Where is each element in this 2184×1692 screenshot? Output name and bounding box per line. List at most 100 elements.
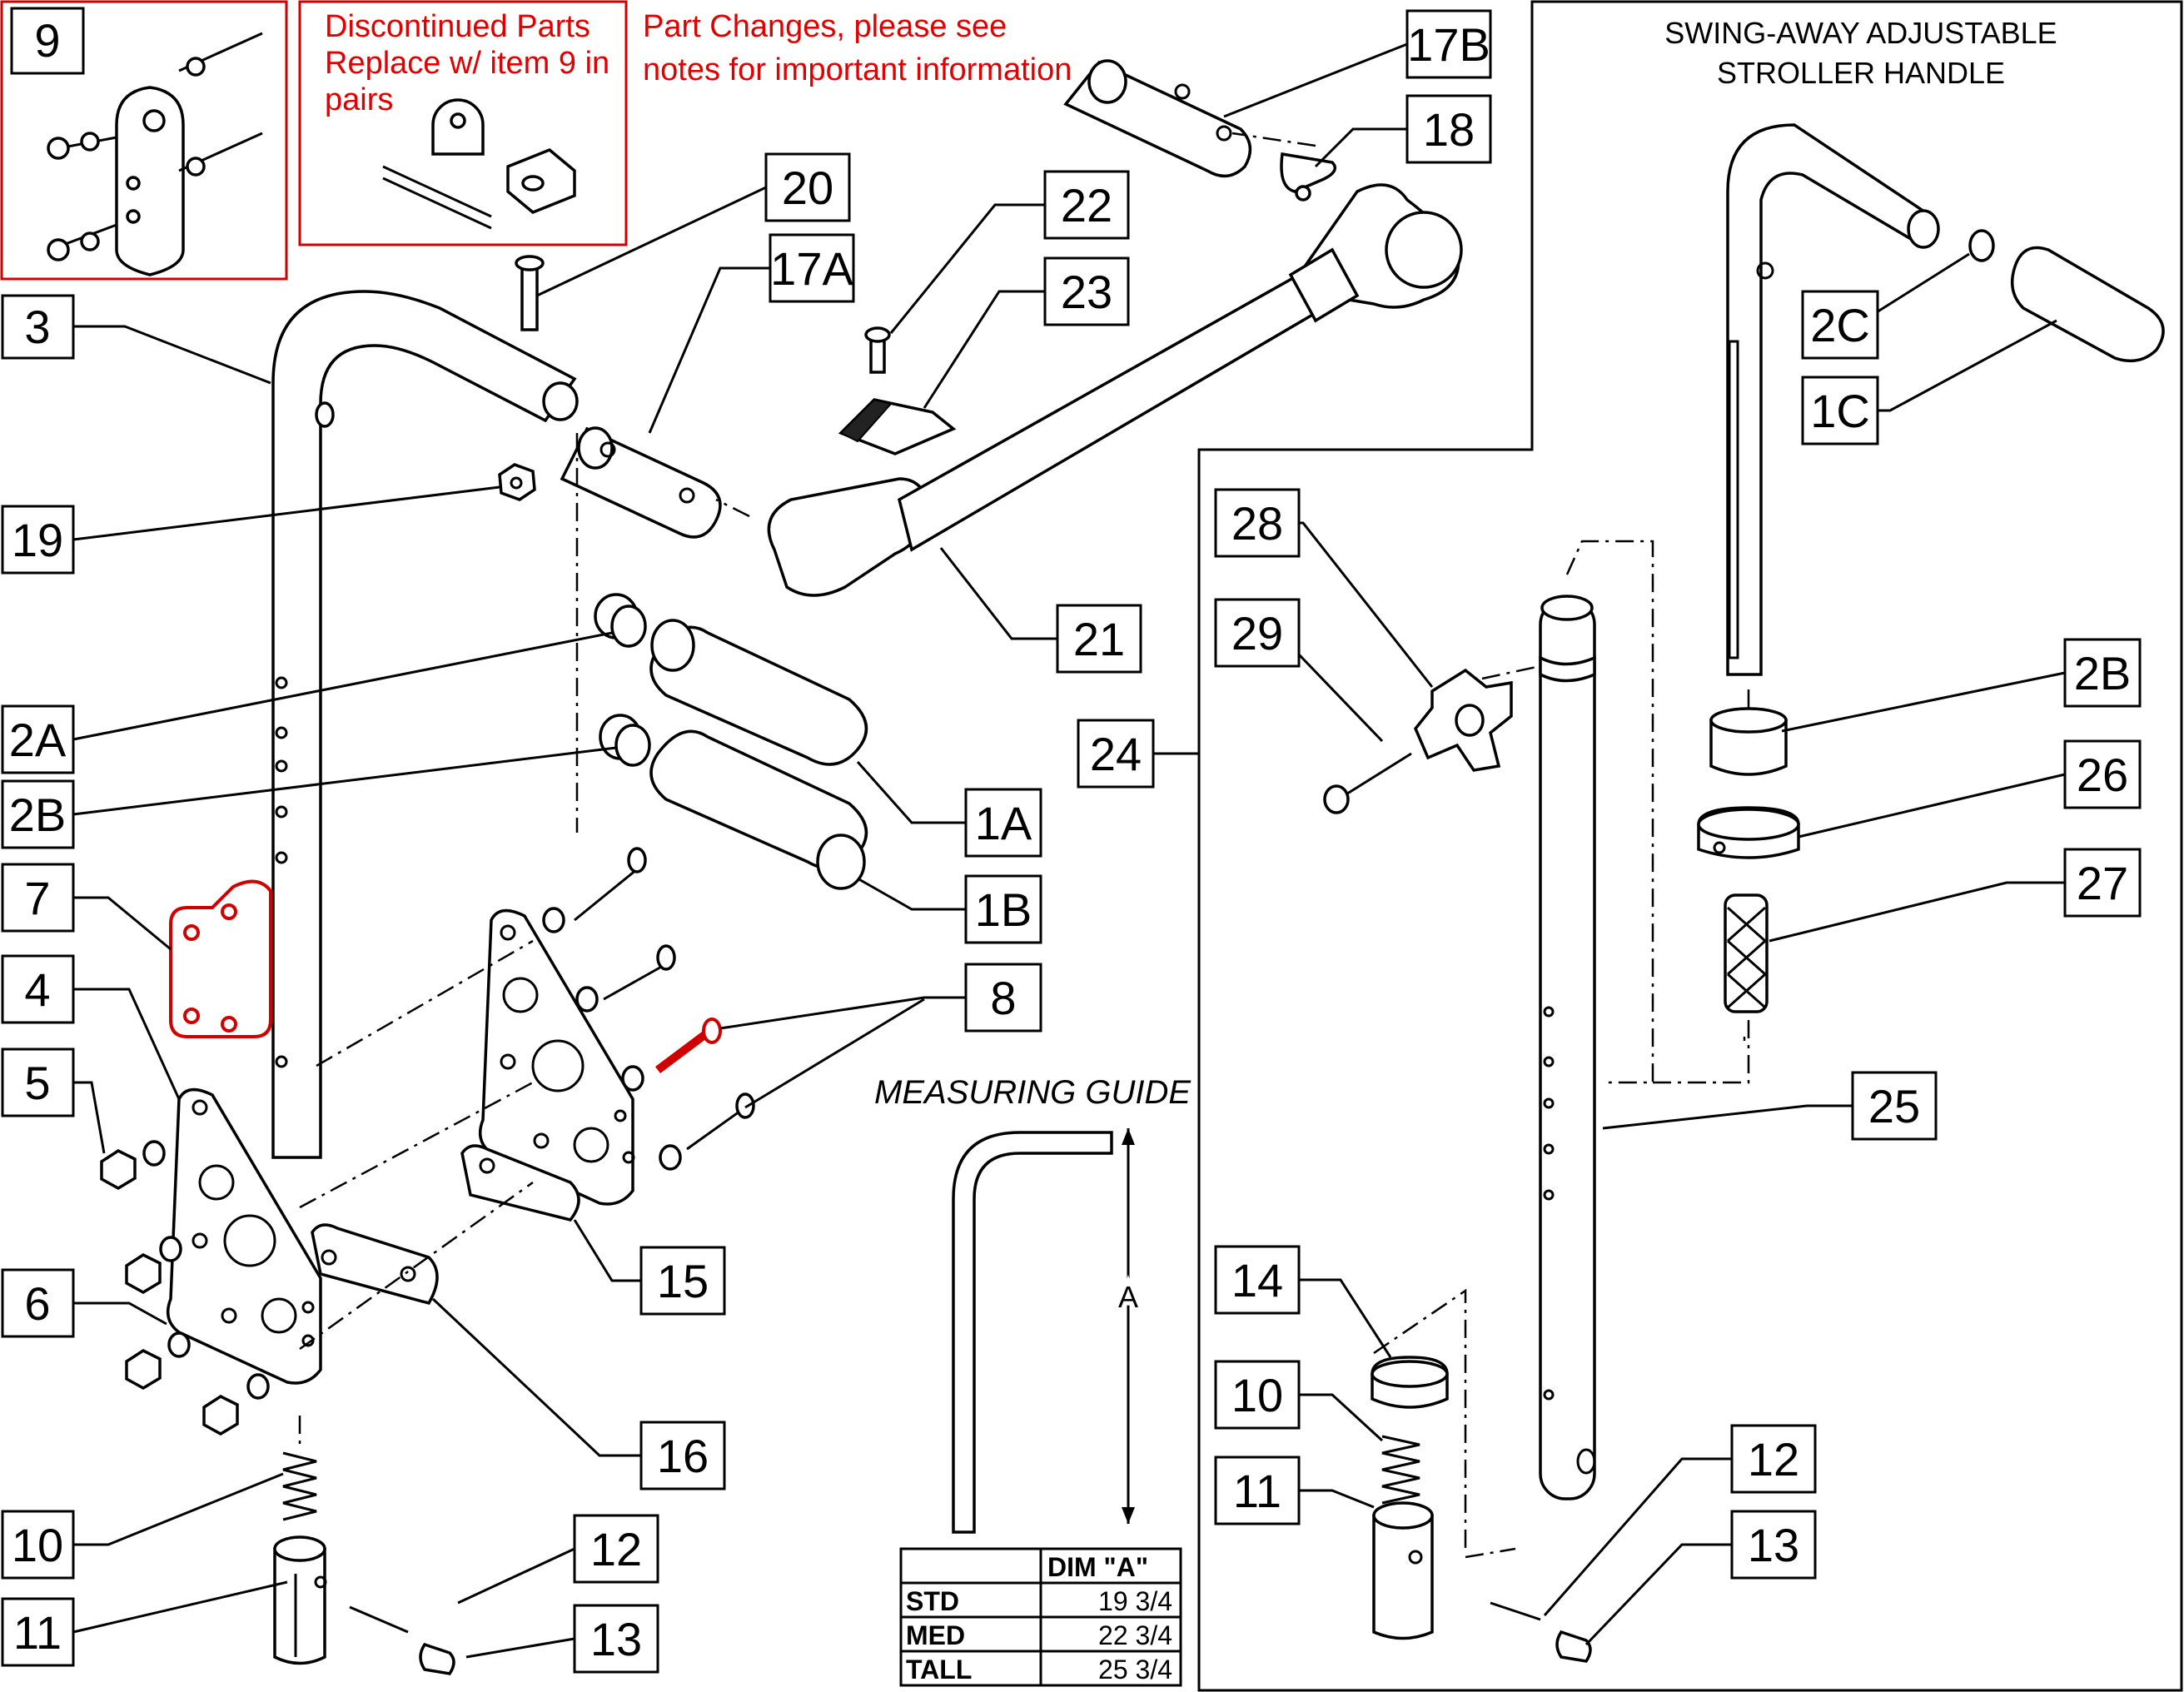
callout-21: 21	[1056, 604, 1142, 674]
svg-text:3: 3	[24, 301, 50, 353]
bushing-2b-icon	[599, 714, 651, 767]
plate-4-icon	[166, 1087, 322, 1385]
svg-text:9: 9	[34, 14, 60, 67]
svg-text:2C: 2C	[1810, 299, 1870, 351]
spring-10-right-icon	[1381, 1435, 1420, 1505]
table-row-tall-value: 25 3/4	[1098, 1655, 1172, 1685]
svg-text:11: 11	[1233, 1465, 1281, 1517]
table-row-std-value: 19 3/4	[1098, 1586, 1172, 1616]
callout-1c: 1C	[1801, 376, 1879, 445]
part-changes-note-1: Part Changes, please see	[643, 9, 1007, 44]
svg-text:23: 23	[1061, 266, 1112, 318]
svg-text:21: 21	[1073, 613, 1125, 665]
callout-14: 14	[1214, 1245, 1301, 1315]
screw-29-icon	[1323, 752, 1412, 814]
callout-15: 15	[639, 1246, 726, 1316]
callout-1a: 1A	[964, 788, 1042, 858]
bracket-7-icon	[169, 879, 272, 1038]
bolts-8-icon	[542, 847, 755, 1171]
callout-29: 29	[1214, 598, 1301, 668]
cap-13-right-icon	[1555, 1630, 1592, 1663]
nut-19-icon	[498, 463, 536, 501]
svg-text:1A: 1A	[975, 797, 1032, 849]
callout-3: 3	[1, 294, 75, 360]
screw-20-icon	[515, 255, 545, 331]
collar-26-icon	[1697, 806, 1800, 859]
part-changes-note-2: notes for important information	[643, 52, 1072, 87]
tube-25-icon	[1539, 595, 1596, 1500]
callout-26: 26	[2063, 739, 2142, 809]
svg-text:17B: 17B	[1407, 18, 1490, 71]
svg-text:1B: 1B	[975, 883, 1032, 936]
table-row-med-size: MED	[906, 1620, 965, 1650]
svg-text:14: 14	[1231, 1254, 1283, 1306]
svg-text:26: 26	[2077, 749, 2128, 801]
dimension-table: DIM "A" STD 19 3/4 MED 22 3/4 TALL 25 3/…	[899, 1547, 1182, 1687]
svg-text:5: 5	[24, 1057, 50, 1109]
bushing-2a-icon	[594, 593, 647, 648]
table-header-dim: DIM "A"	[1047, 1552, 1148, 1582]
callout-24: 24	[1077, 719, 1155, 789]
callout-6: 6	[1, 1268, 75, 1338]
callout-8: 8	[964, 963, 1042, 1033]
callout-19: 19	[1, 505, 75, 575]
svg-text:20: 20	[782, 162, 833, 214]
svg-text:7: 7	[24, 872, 50, 924]
plate-16-icon	[311, 1223, 439, 1306]
grip-1b-icon	[649, 729, 868, 890]
table-row-std-size: STD	[906, 1586, 959, 1616]
callout-4: 4	[1, 954, 75, 1024]
plate-8-icon	[478, 908, 635, 1206]
svg-text:2A: 2A	[9, 714, 67, 766]
stroller-handle-tube-icon	[1726, 123, 1940, 676]
svg-text:10: 10	[1231, 1369, 1283, 1421]
callout-13-right: 13	[1730, 1510, 1817, 1580]
callout-17a: 17A	[769, 233, 855, 303]
handle-tube-icon	[271, 290, 579, 1159]
svg-text:27: 27	[2077, 857, 2128, 909]
svg-text:16: 16	[657, 1430, 709, 1482]
svg-text:2B: 2B	[9, 789, 67, 841]
item-9-bracket-icon	[47, 32, 263, 276]
svg-text:11: 11	[13, 1606, 62, 1659]
callout-23: 23	[1043, 256, 1130, 326]
callout-13-left: 13	[573, 1604, 659, 1674]
callout-10-right: 10	[1214, 1360, 1301, 1430]
lever-23-icon	[838, 398, 957, 455]
item-9-panel	[0, 0, 288, 281]
svg-text:1C: 1C	[1810, 385, 1870, 437]
plunger-11-right-icon	[1372, 1501, 1434, 1640]
plate-15-icon	[460, 1144, 580, 1222]
svg-text:22: 22	[1061, 179, 1112, 231]
cap-13-left-icon	[419, 1642, 455, 1675]
plunger-11-left-icon	[273, 1535, 327, 1665]
callout-27: 27	[2063, 848, 2142, 918]
svg-text:13: 13	[590, 1613, 642, 1665]
callout-2b-right: 2B	[2063, 638, 2142, 708]
pin-17b-icon	[1063, 59, 1252, 178]
bushing-2b-right-icon	[1709, 707, 1788, 776]
nuts-5-6-icon	[100, 1140, 270, 1436]
callout-11-right: 11	[1214, 1456, 1301, 1525]
svg-text:4: 4	[24, 963, 50, 1016]
svg-text:25: 25	[1868, 1080, 1920, 1132]
callout-2c: 2C	[1801, 290, 1879, 360]
grip-1c-icon	[2010, 246, 2165, 363]
knob-28-icon	[1413, 668, 1513, 772]
callout-17b: 17B	[1405, 9, 1492, 79]
measuring-guide-title: MEASURING GUIDE	[874, 1074, 1191, 1111]
callout-5: 5	[1, 1048, 75, 1117]
svg-text:12: 12	[1748, 1433, 1799, 1485]
screw-22-icon	[864, 326, 891, 374]
svg-text:24: 24	[1090, 728, 1142, 780]
svg-text:8: 8	[990, 972, 1016, 1024]
svg-text:18: 18	[1423, 103, 1475, 156]
svg-text:29: 29	[1231, 607, 1283, 659]
callout-7: 7	[1, 863, 75, 933]
callout-25: 25	[1851, 1071, 1938, 1141]
callout-9: 9	[10, 7, 85, 75]
callout-22: 22	[1043, 170, 1130, 240]
stroller-title-1: SWING-AWAY ADJUSTABLE	[1664, 16, 2057, 50]
callout-12-right: 12	[1730, 1424, 1817, 1494]
spring-10-left-icon	[282, 1451, 317, 1521]
